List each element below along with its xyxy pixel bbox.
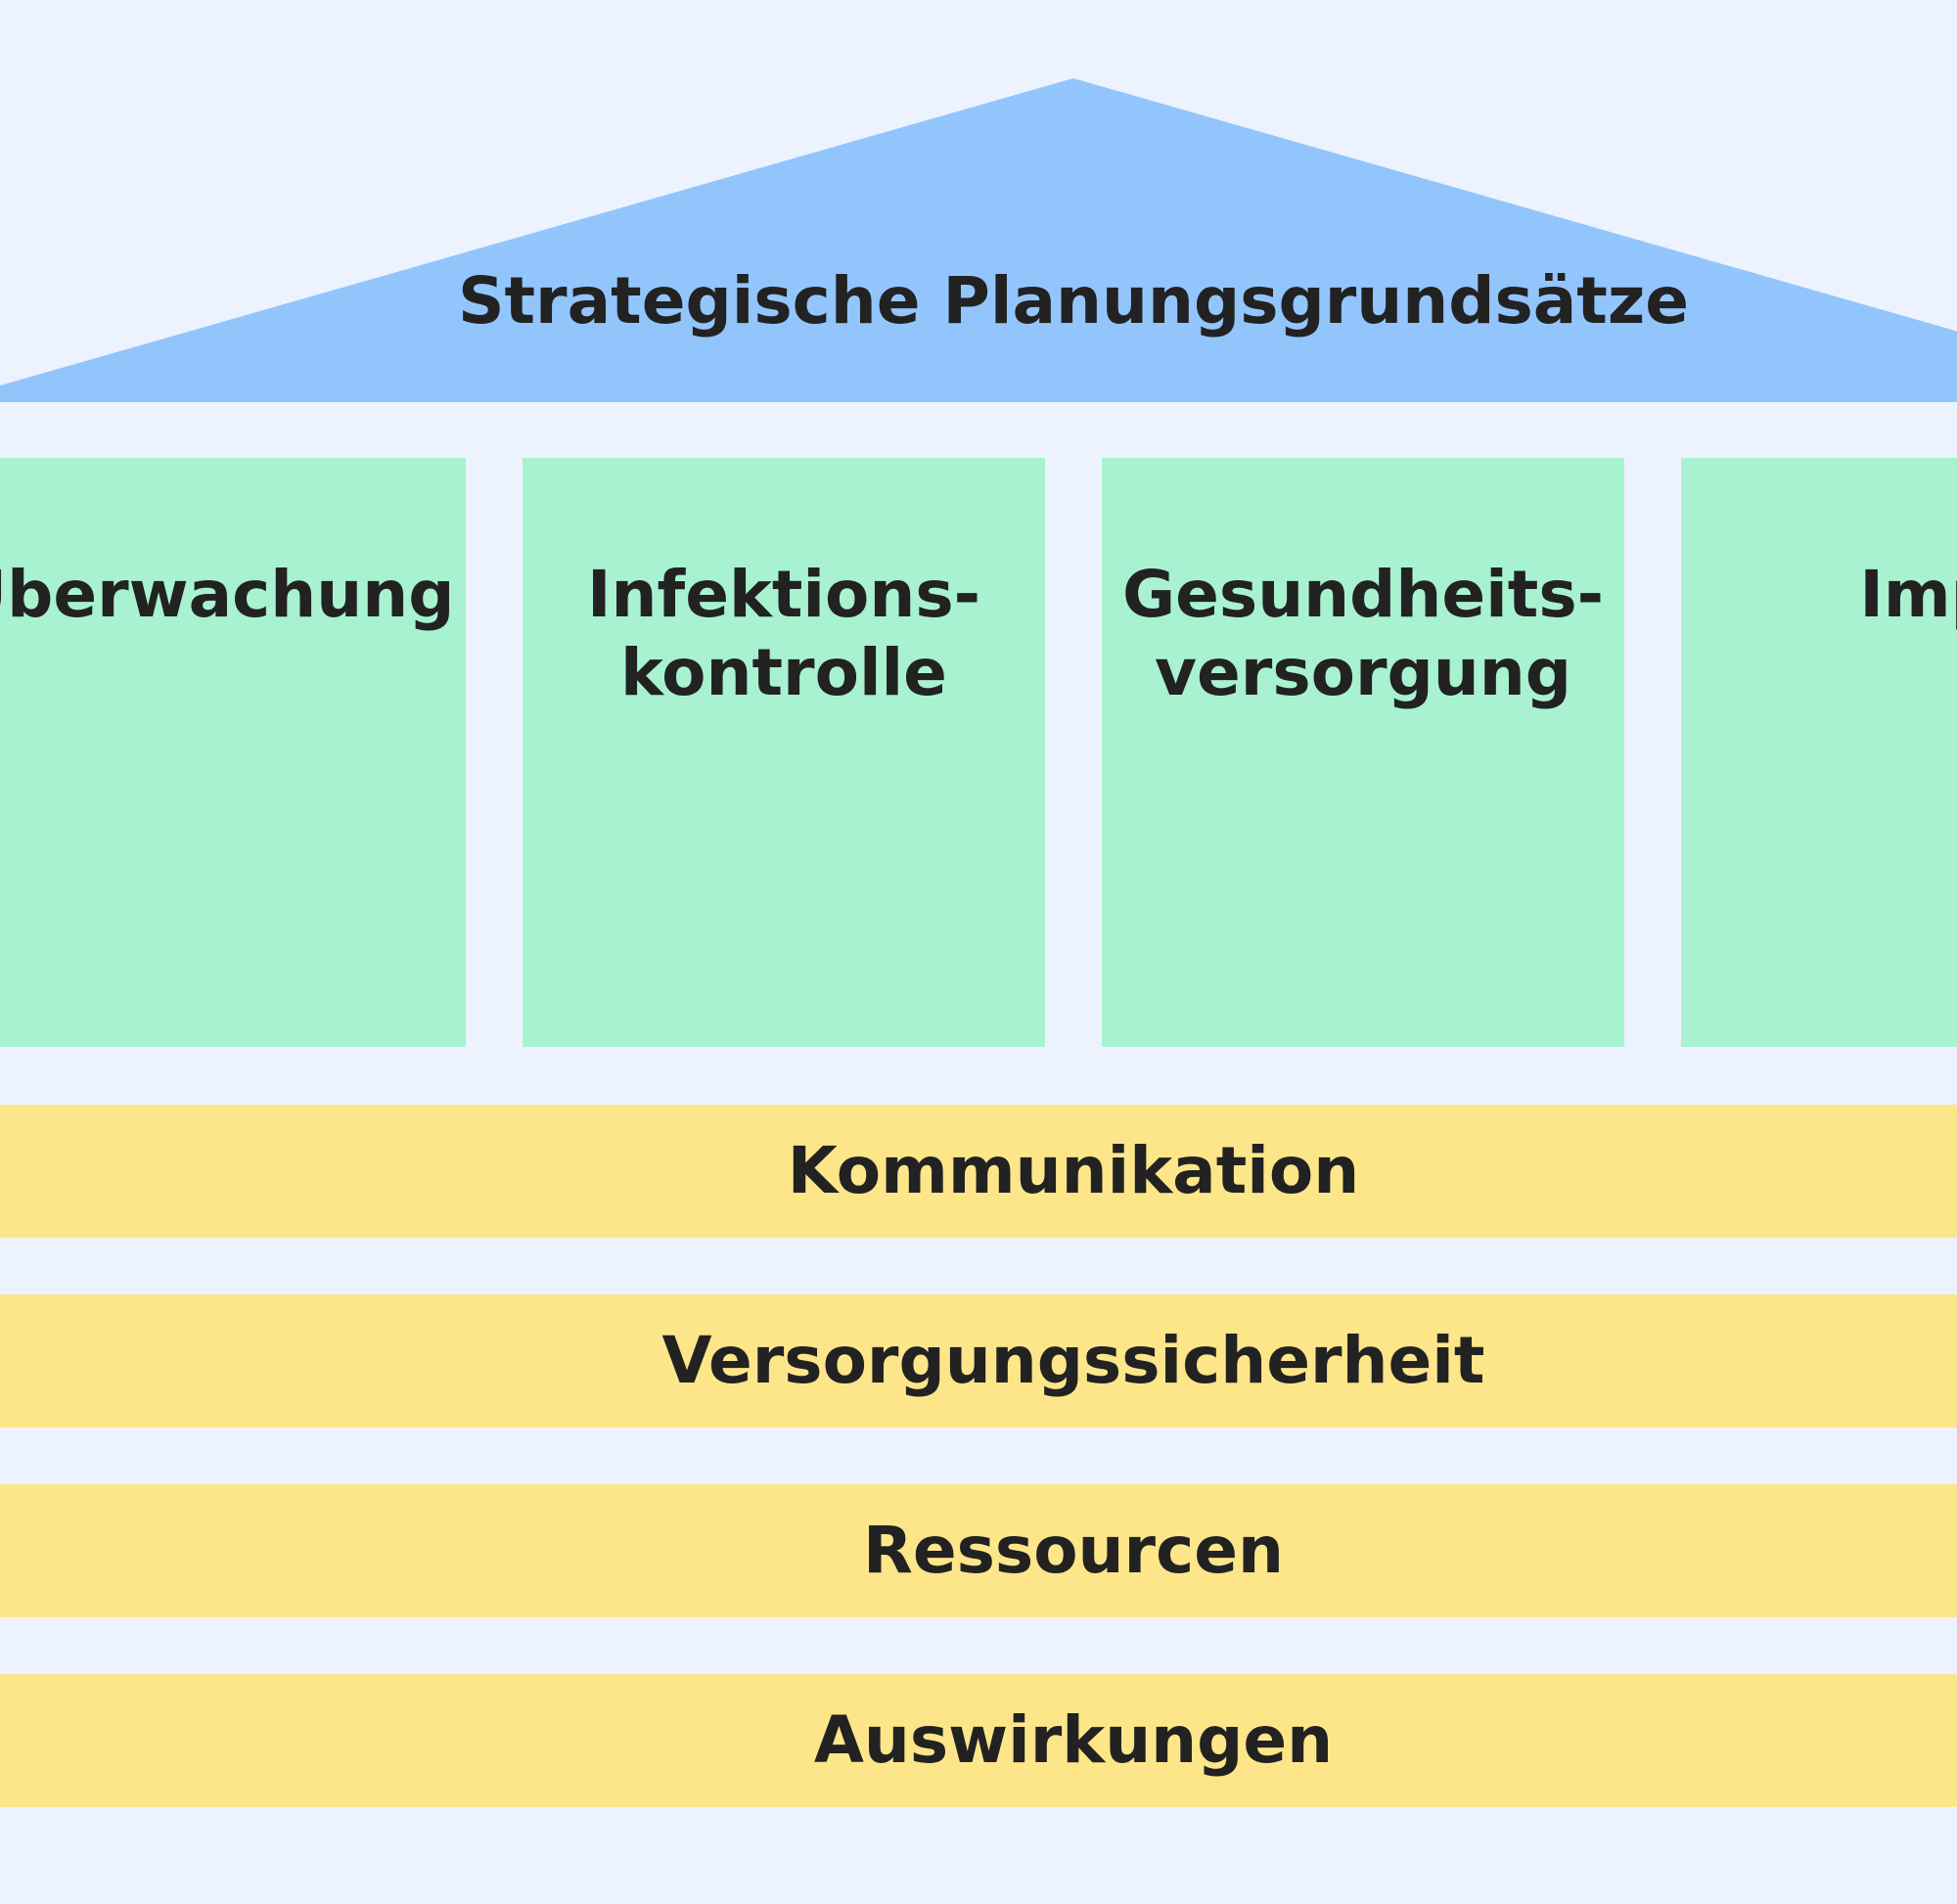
pillar-label-line: Überwachung <box>0 557 455 632</box>
foundation-band-versorgungssicherheit: Versorgungssicherheit <box>0 1294 1957 1428</box>
pillar-ueberwachung <box>0 458 466 1047</box>
pillar-infektionskontrolle <box>523 458 1045 1047</box>
foundation-band-auswirkungen: Auswirkungen <box>0 1674 1957 1807</box>
pillar-label-line: Infektions- <box>586 557 981 632</box>
pillar-label-infektionskontrolle: Infektions- kontrolle <box>523 556 1045 712</box>
pillar-label-line: Gesundheits- <box>1121 557 1605 632</box>
foundation-band-kommunikation: Kommunikation <box>0 1105 1957 1238</box>
pillar-impf <box>1681 458 1957 1047</box>
roof-title: Strategische Planungsgrundsätze <box>457 263 1690 339</box>
foundation-band-ressourcen: Ressourcen <box>0 1484 1957 1617</box>
band-label: Kommunikation <box>787 1133 1360 1208</box>
pillar-gesundheitsversorgung <box>1102 458 1624 1047</box>
pillar-label-line: Impf <box>1859 557 1957 632</box>
band-label: Ressourcen <box>863 1513 1284 1588</box>
pillar-label-impf: Impf <box>1681 556 1957 634</box>
pillar-label-ueberwachung: Überwachung <box>0 556 466 634</box>
pillar-label-line: kontrolle <box>620 635 947 710</box>
roof <box>0 78 1957 402</box>
band-label: Versorgungssicherheit <box>661 1323 1485 1398</box>
roof-shape <box>0 78 1957 402</box>
pillar-label-line: versorgung <box>1155 635 1571 710</box>
band-label: Auswirkungen <box>813 1702 1334 1778</box>
pillar-label-gesundheitsversorgung: Gesundheits- versorgung <box>1102 556 1624 712</box>
